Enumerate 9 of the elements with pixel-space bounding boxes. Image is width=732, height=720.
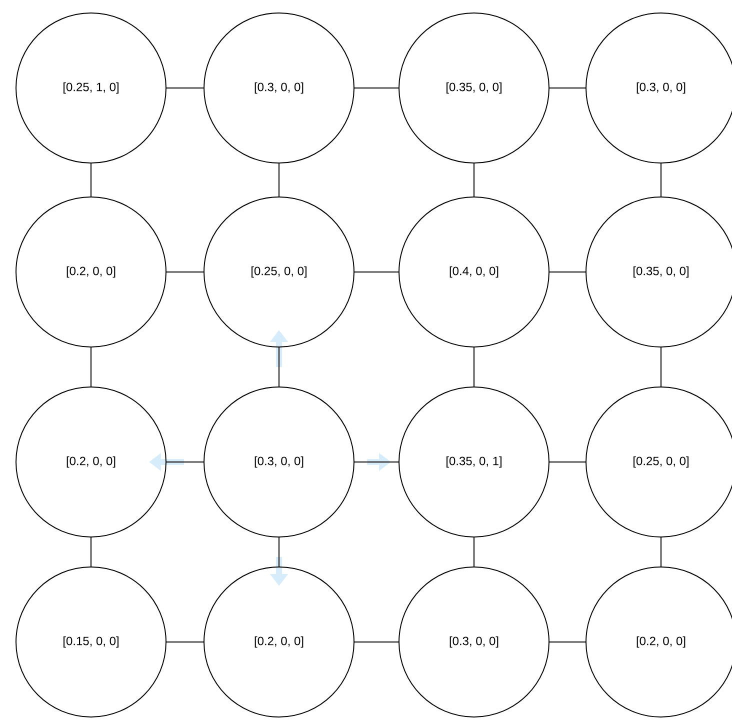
connector-line [90,537,92,567]
connector-line [660,163,662,197]
connector-line [660,347,662,387]
connector-line [278,347,280,387]
connector-line [90,163,92,197]
connector-line [278,537,280,567]
connector-line [278,163,280,197]
connector-line [90,347,92,387]
connector-line [660,537,662,567]
